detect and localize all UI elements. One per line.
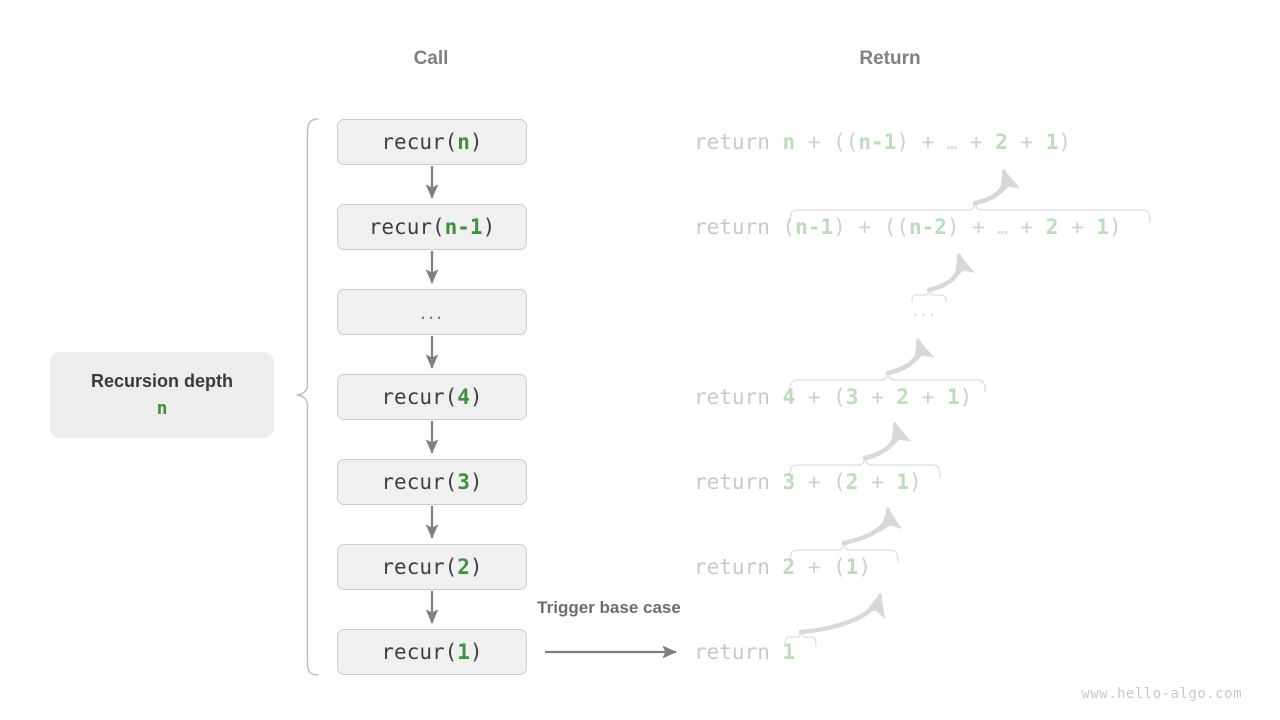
return-token-num-3: n-1 xyxy=(858,130,897,154)
column-header-call: Call xyxy=(413,48,449,69)
return-token-expr-4: ) + xyxy=(896,130,947,154)
call-paren-close: ) xyxy=(482,215,496,239)
call-box-2: ... xyxy=(337,289,527,335)
return-token-expr-2: ( xyxy=(833,470,846,494)
return-line-1: return (n-1) + ((n-2) + … + 2 + 1) xyxy=(694,215,1122,239)
watermark: www.hello-algo.com xyxy=(1081,686,1242,702)
call-box-3: recur(4) xyxy=(337,374,527,420)
call-fn-name: recur( xyxy=(381,640,458,664)
call-argument: n-1 xyxy=(444,215,483,239)
call-fn-name: recur( xyxy=(381,130,458,154)
return-token-expr-11: ) xyxy=(1108,215,1122,239)
return-token-num-0: n xyxy=(782,130,796,154)
return-token-expr-7: + xyxy=(1007,215,1046,239)
call-argument: 1 xyxy=(457,640,470,664)
call-argument: n xyxy=(457,130,470,154)
return-token-num-3: 3 xyxy=(845,385,859,409)
return-token-expr-6: ) xyxy=(909,470,922,494)
return-keyword: return xyxy=(694,470,783,494)
return-token-num-7: 2 xyxy=(995,130,1008,154)
return-token-expr-1: + xyxy=(795,470,834,494)
return-token-expr-8: + xyxy=(1007,130,1046,154)
return-token-num-0: 4 xyxy=(782,385,796,409)
return-ellipsis: ... xyxy=(912,300,938,321)
return-token-expr-6: + xyxy=(957,130,996,154)
return-line-5: return 1 xyxy=(694,640,795,664)
call-box-0: recur(n) xyxy=(337,119,527,165)
call-paren-close: ) xyxy=(469,130,483,154)
return-token-num-0: 2 xyxy=(782,555,796,579)
return-token-expr-4: ) xyxy=(858,555,872,579)
call-paren-close: ) xyxy=(469,555,483,579)
column-header-return: Return xyxy=(859,48,921,69)
return-token-expr-2: ( xyxy=(833,555,846,579)
return-line-4: return 2 + (1) xyxy=(694,555,871,579)
call-box-ellipsis-text: ... xyxy=(419,299,445,324)
call-box-1: recur(n-1) xyxy=(337,204,527,250)
return-token-num-3: 1 xyxy=(845,555,859,579)
call-box-4: recur(3) xyxy=(337,459,527,505)
return-token-expr-2: ) + xyxy=(833,215,884,239)
call-paren-close: ) xyxy=(469,640,483,664)
return-token-num-4: n-2 xyxy=(908,215,947,239)
recursion-depth-brace xyxy=(296,118,319,676)
return-token-expr-3: (( xyxy=(883,215,909,239)
return-token-dots-5: … xyxy=(946,134,958,154)
return-token-num-8: 2 xyxy=(1045,215,1059,239)
return-token-expr-10: ) xyxy=(1058,130,1072,154)
call-fn-name: recur( xyxy=(381,555,458,579)
call-argument: 3 xyxy=(457,470,470,494)
return-line-0: return n + ((n-1) + … + 2 + 1) xyxy=(694,130,1071,154)
return-keyword: return xyxy=(694,555,783,579)
return-token-expr-0: ( xyxy=(782,215,796,239)
call-box-6: recur(1) xyxy=(337,629,527,675)
return-token-expr-4: + xyxy=(858,470,897,494)
call-fn-name: recur( xyxy=(381,470,458,494)
return-token-expr-1: + xyxy=(795,555,834,579)
return-token-num-0: 1 xyxy=(782,640,796,664)
recursion-depth-box: Recursion depth n xyxy=(50,352,274,438)
call-paren-close: ) xyxy=(469,385,483,409)
return-token-num-9: 1 xyxy=(1045,130,1059,154)
call-box-5: recur(2) xyxy=(337,544,527,590)
return-token-num-0: 3 xyxy=(782,470,796,494)
return-token-expr-1: + xyxy=(795,130,834,154)
return-token-expr-1: + xyxy=(795,385,834,409)
recursion-depth-title: Recursion depth xyxy=(90,371,233,391)
return-keyword: return xyxy=(694,640,783,664)
return-token-num-5: 2 xyxy=(896,385,910,409)
return-token-expr-4: + xyxy=(858,385,897,409)
call-argument: 4 xyxy=(457,385,470,409)
return-line-2: return 4 + (3 + 2 + 1) xyxy=(694,385,972,409)
call-paren-close: ) xyxy=(469,470,483,494)
recursion-depth-value: n xyxy=(156,398,168,419)
return-line-3: return 3 + (2 + 1) xyxy=(694,470,922,494)
call-fn-name: recur( xyxy=(368,215,445,239)
return-token-num-3: 2 xyxy=(845,470,859,494)
trigger-base-case-label: Trigger base case xyxy=(537,598,681,617)
return-token-expr-2: (( xyxy=(833,130,859,154)
return-token-expr-2: ( xyxy=(833,385,846,409)
return-token-num-10: 1 xyxy=(1096,215,1109,239)
return-token-num-1: n-1 xyxy=(795,215,834,239)
return-token-expr-8: ) xyxy=(959,385,973,409)
return-keyword: return xyxy=(694,215,783,239)
return-keyword: return xyxy=(694,130,783,154)
call-fn-name: recur( xyxy=(381,385,458,409)
return-token-expr-9: + xyxy=(1058,215,1097,239)
return-token-dots-6: … xyxy=(997,219,1008,239)
call-argument: 2 xyxy=(457,555,470,579)
return-keyword: return xyxy=(694,385,783,409)
return-token-num-5: 1 xyxy=(896,470,910,494)
return-token-num-7: 1 xyxy=(946,385,960,409)
return-token-expr-6: + xyxy=(909,385,947,409)
return-token-expr-5: ) + xyxy=(946,215,998,239)
